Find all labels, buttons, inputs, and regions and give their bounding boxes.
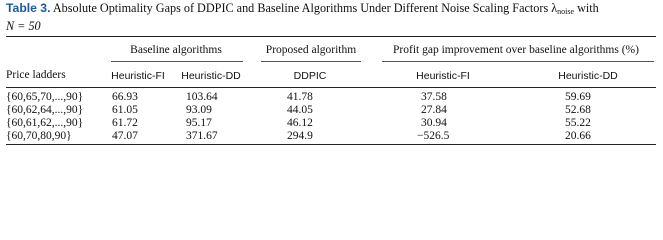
col-header-ddpic: DDPIC [293, 70, 327, 82]
cell-improvement-dd: 20.66 [565, 130, 591, 142]
col-header-improvement-fi: Heuristic-FI [416, 70, 470, 82]
proposed-subrule [261, 61, 361, 62]
cell-improvement-dd: 55.22 [565, 117, 591, 129]
cell-ladder: {60,65,70,...,90} [6, 91, 84, 103]
cell-heuristic-fi: 61.05 [112, 104, 138, 116]
caption-line2: N = 50 [6, 19, 41, 33]
baseline-subrule [111, 61, 243, 62]
table-label: Table 3. [6, 1, 51, 15]
cell-ladder: {60,61,62,...,90} [6, 117, 84, 129]
cell-heuristic-fi: 66.93 [112, 91, 138, 103]
cell-improvement-dd: 59.69 [565, 91, 591, 103]
table-caption: Table 3. Absolute Optimality Gaps of DDP… [6, 1, 656, 34]
cell-improvement-fi: −526.5 [417, 130, 450, 142]
col-header-improvement-dd: Heuristic-DD [558, 70, 618, 82]
cell-improvement-fi: 27.84 [421, 104, 447, 116]
cell-heuristic-dd: 103.64 [186, 91, 218, 103]
header-rule [6, 87, 656, 88]
cell-improvement-dd: 52.68 [565, 104, 591, 116]
cell-ladder: {60,70,80,90} [6, 130, 72, 142]
cell-heuristic-dd: 371.67 [186, 130, 218, 142]
cell-ddpic: 44.05 [287, 104, 313, 116]
cell-ddpic: 41.78 [287, 91, 313, 103]
col-header-ladders: Price ladders [6, 69, 66, 81]
caption-tail: with [574, 1, 599, 15]
top-rule [6, 36, 656, 37]
cell-ddpic: 294.9 [287, 130, 313, 142]
col-header-heuristic-dd: Heuristic-DD [181, 70, 241, 82]
cell-heuristic-fi: 61.72 [112, 117, 138, 129]
col-header-heuristic-fi: Heuristic-FI [111, 70, 165, 82]
cell-ddpic: 46.12 [287, 117, 313, 129]
cell-heuristic-dd: 95.17 [186, 117, 212, 129]
group-header-proposed: Proposed algorithm [265, 44, 357, 56]
caption-text: Absolute Optimality Gaps of DDPIC and Ba… [52, 1, 558, 15]
bottom-rule [6, 144, 656, 145]
cell-heuristic-dd: 93.09 [186, 104, 212, 116]
group-header-profit: Profit gap improvement over baseline alg… [393, 44, 639, 56]
cell-improvement-fi: 37.58 [421, 91, 447, 103]
caption-subscript: noise [557, 7, 575, 16]
profit-subrule [382, 61, 654, 62]
cell-improvement-fi: 30.94 [421, 117, 447, 129]
cell-ladder: {60,62,64,...,90} [6, 104, 84, 116]
cell-heuristic-fi: 47.07 [112, 130, 138, 142]
group-header-baseline: Baseline algorithms [130, 44, 222, 56]
